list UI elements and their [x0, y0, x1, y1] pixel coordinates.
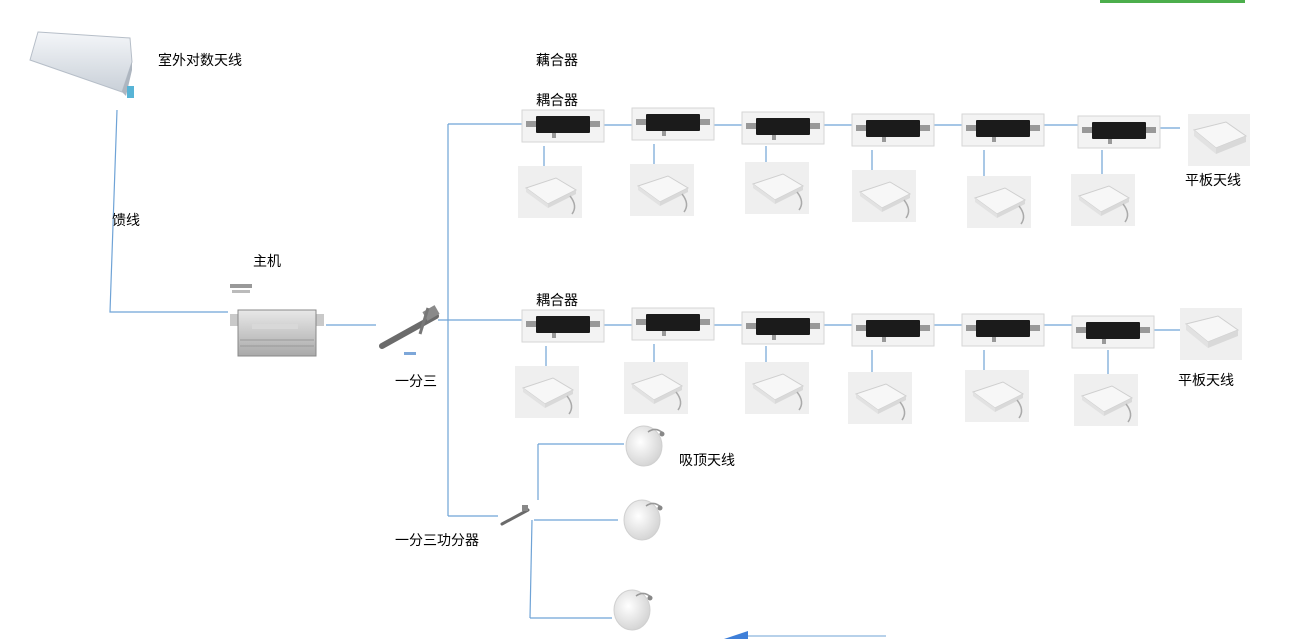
power-splitter-icon	[379, 305, 440, 355]
coupler-top-label: 藕合器	[536, 53, 578, 69]
coupler-row2-label: 耦合器	[536, 293, 578, 309]
panel-antenna-row2-label: 平板天线	[1178, 373, 1234, 389]
coupler-row-1	[521, 107, 1161, 149]
coupler-row1-label: 耦合器	[536, 93, 578, 109]
feeder-cables	[109, 109, 1182, 639]
coupler-row-2	[521, 307, 1155, 349]
outdoor-antenna-label: 室外对数天线	[158, 53, 242, 69]
top-accent-bar	[1100, 0, 1245, 3]
log-periodic-antenna-icon	[29, 31, 134, 98]
splitter-main-label: 一分三	[395, 374, 437, 390]
splitter-power-label: 一分三功分器	[395, 533, 479, 549]
panel-antenna-row1-label: 平板天线	[1185, 173, 1241, 189]
ceiling-antenna-icons	[613, 425, 666, 631]
feeder-label: 馈线	[112, 213, 140, 229]
ceiling-antenna-label: 吸顶天线	[679, 453, 735, 469]
power-splitter-small-icon	[500, 505, 530, 526]
repeater-icon	[230, 284, 324, 357]
host-label: 主机	[253, 254, 281, 270]
